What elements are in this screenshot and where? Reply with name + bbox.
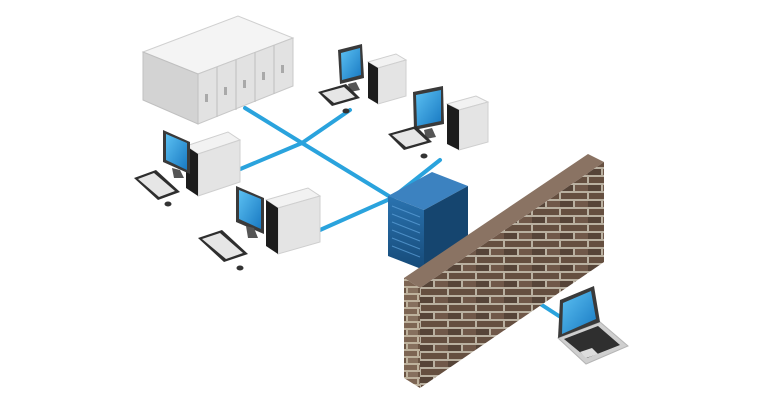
monitor-icon [236, 186, 264, 238]
monitor-icon [338, 44, 364, 92]
workstation-right [388, 86, 490, 159]
mouse-icon [420, 153, 428, 159]
tower-case-icon [264, 187, 322, 255]
workstation-bottom [198, 186, 322, 271]
tower-case-icon [366, 53, 408, 105]
workstation-top [318, 44, 408, 114]
tower-case-icon [184, 131, 242, 197]
tower-case-icon [445, 95, 490, 151]
mouse-icon [236, 265, 244, 271]
cable-server-rack [243, 106, 304, 145]
cable-hub-to-server [300, 141, 394, 200]
keyboard-icon [388, 126, 432, 150]
mouse-icon [164, 201, 172, 207]
monitor-icon [163, 130, 190, 178]
workstation-left [134, 130, 242, 207]
keyboard-icon [198, 230, 248, 262]
server-rack-icon [141, 15, 295, 125]
cable-workstation-left [236, 141, 304, 172]
laptop-icon [557, 286, 629, 365]
cable-workstation-top [300, 108, 352, 145]
firewall-icon [404, 154, 604, 388]
monitor-icon [413, 86, 444, 139]
cable-workstation-bottom [318, 196, 394, 232]
keyboard-icon [134, 170, 180, 200]
network-cables [236, 106, 564, 320]
mouse-icon [342, 108, 350, 114]
keyboard-icon [318, 84, 360, 106]
